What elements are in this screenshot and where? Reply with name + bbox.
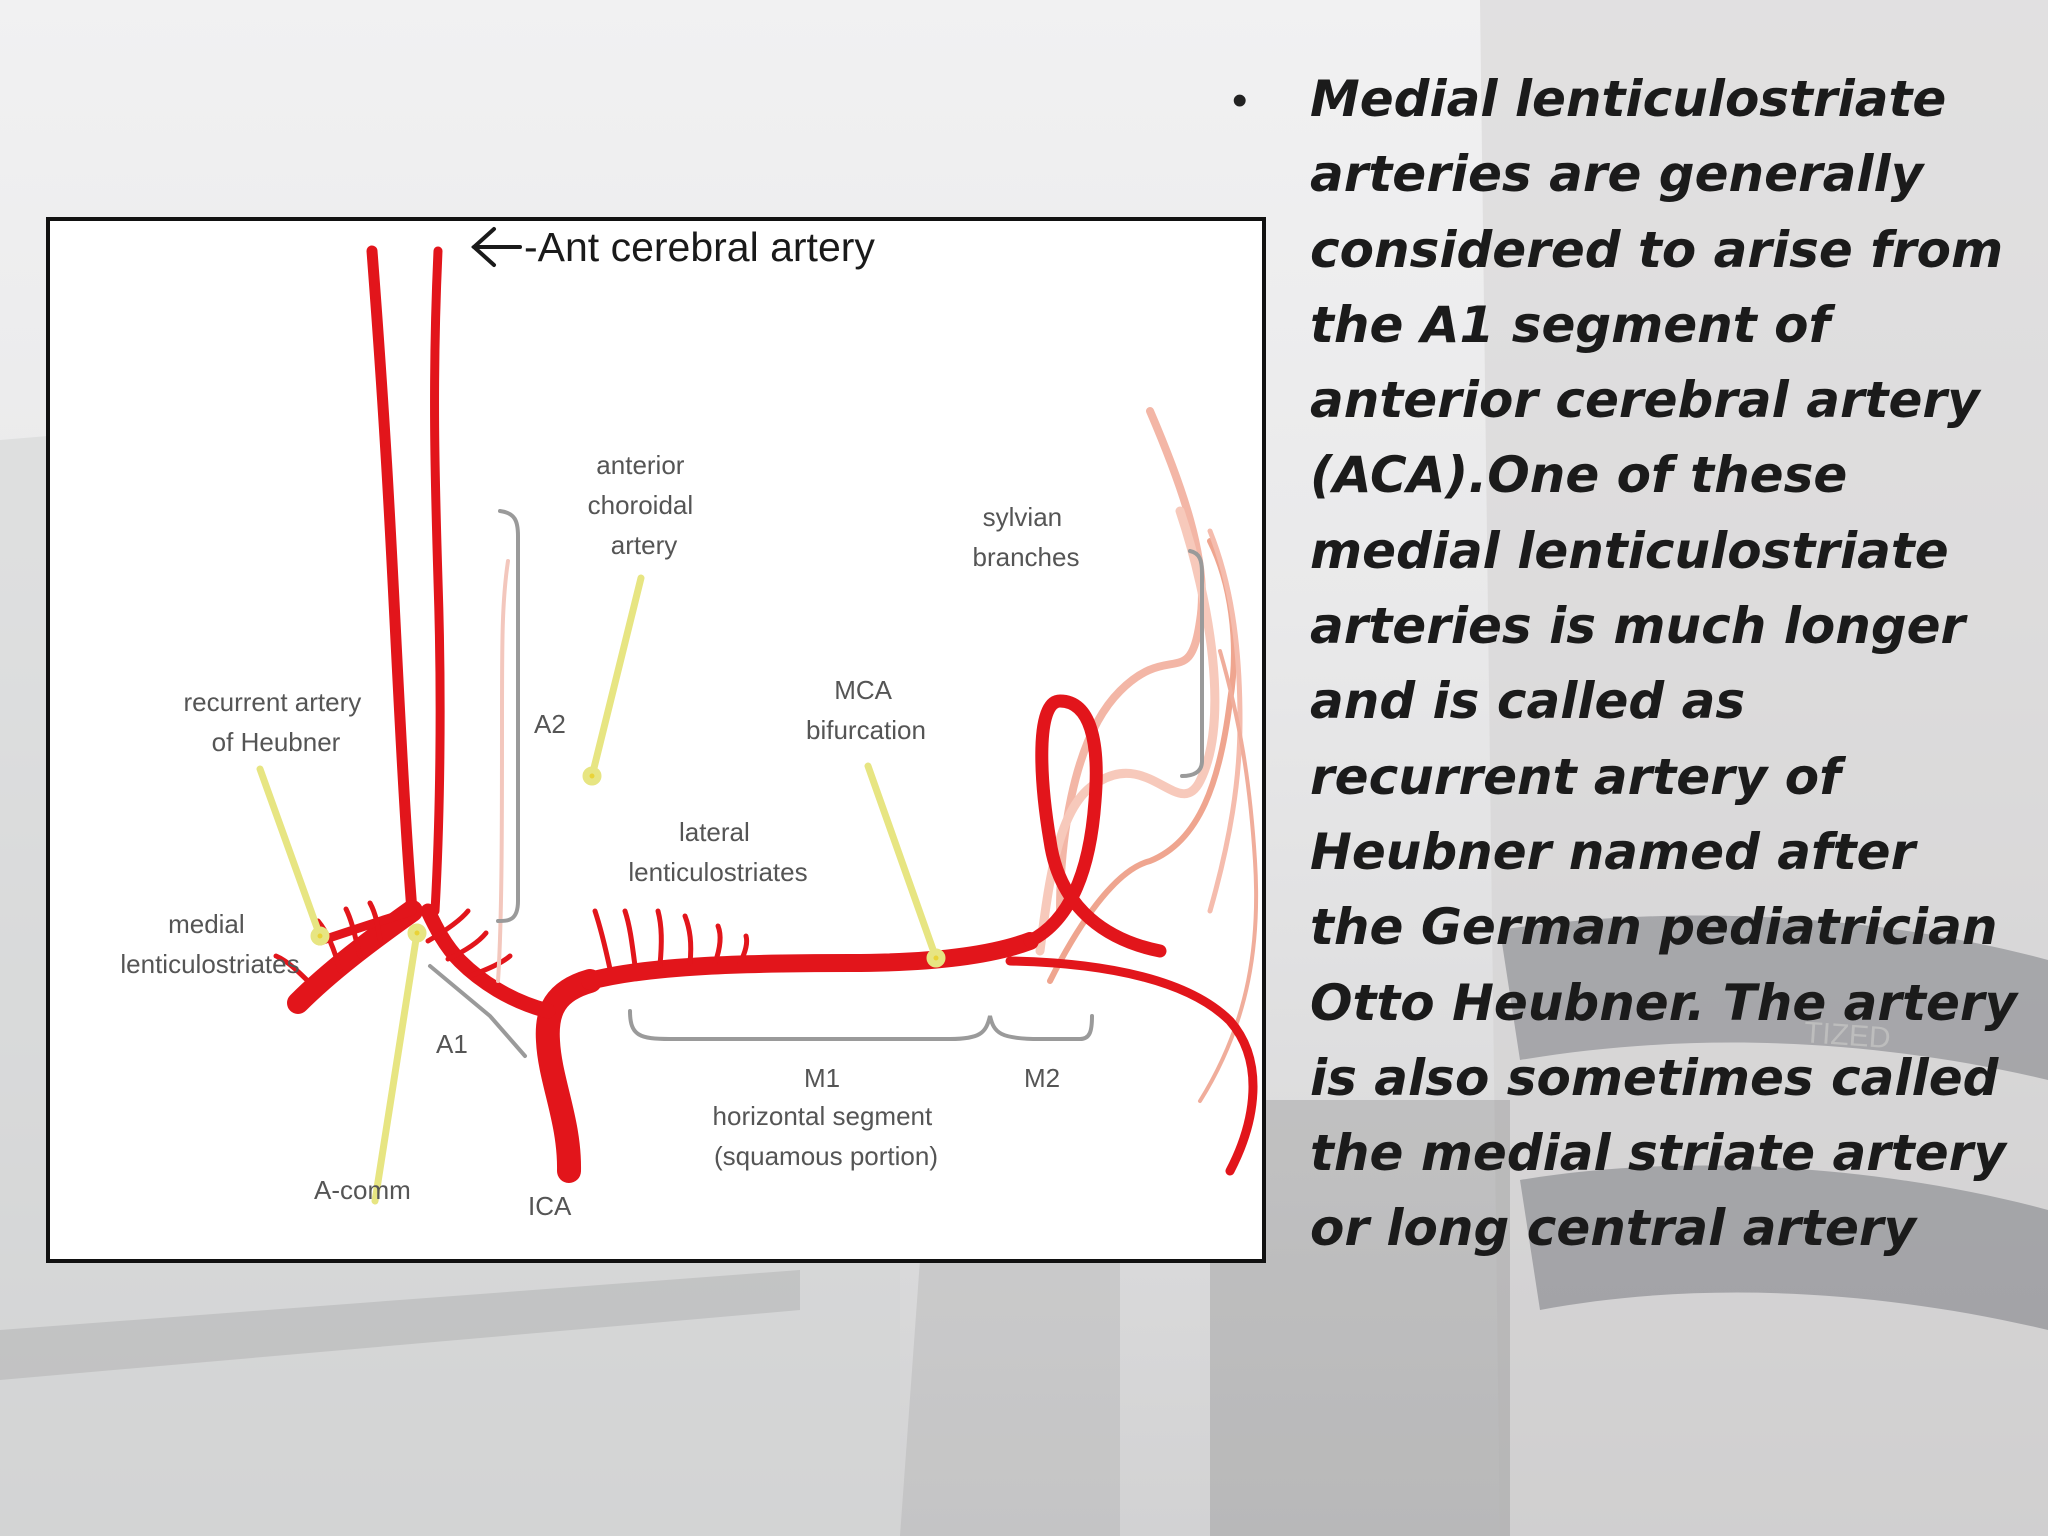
perforator-branches xyxy=(273,559,750,994)
watermark: TIZED xyxy=(1803,1016,1892,1055)
main-arteries xyxy=(287,245,1258,1183)
svg-text:TIZED: TIZED xyxy=(1803,1016,1892,1055)
label-anterior-choroidal: anterior choroidal artery xyxy=(588,450,701,560)
label-m2: M2 xyxy=(1024,1063,1060,1093)
segment-brackets xyxy=(428,509,1204,1058)
label-lateral-lenticulostriates: lateral lenticulostriates xyxy=(628,817,807,887)
diagram-title: -Ant cerebral artery xyxy=(524,224,875,270)
label-ica: ICA xyxy=(528,1191,572,1221)
sylvian-light-branches xyxy=(1035,407,1259,1103)
bullet-marker: • xyxy=(1232,76,1248,125)
diagram-canvas: -Ant cerebral artery anterior choroidal … xyxy=(120,224,1259,1221)
explanation-text: Medial lenticulostriate arteries are gen… xyxy=(1310,70,2018,1258)
label-medial-lenticulostriates: medial lenticulostriates xyxy=(120,909,299,979)
label-mca-bifurcation: MCA bifurcation xyxy=(806,675,926,745)
label-a2: A2 xyxy=(534,709,566,739)
left-arrow-icon xyxy=(471,227,522,267)
label-horizontal-segment: horizontal segment (squamous portion) xyxy=(713,1101,940,1171)
label-m1: M1 xyxy=(804,1063,840,1093)
label-recurrent-artery: recurrent artery of Heubner xyxy=(184,687,369,757)
label-a1: A1 xyxy=(436,1029,468,1059)
pointer-lines xyxy=(256,574,946,1205)
artery-diagram: -Ant cerebral artery anterior choroidal … xyxy=(46,217,1266,1263)
label-a-comm: A-comm xyxy=(314,1175,411,1205)
label-sylvian-branches: sylvian branches xyxy=(973,502,1080,572)
